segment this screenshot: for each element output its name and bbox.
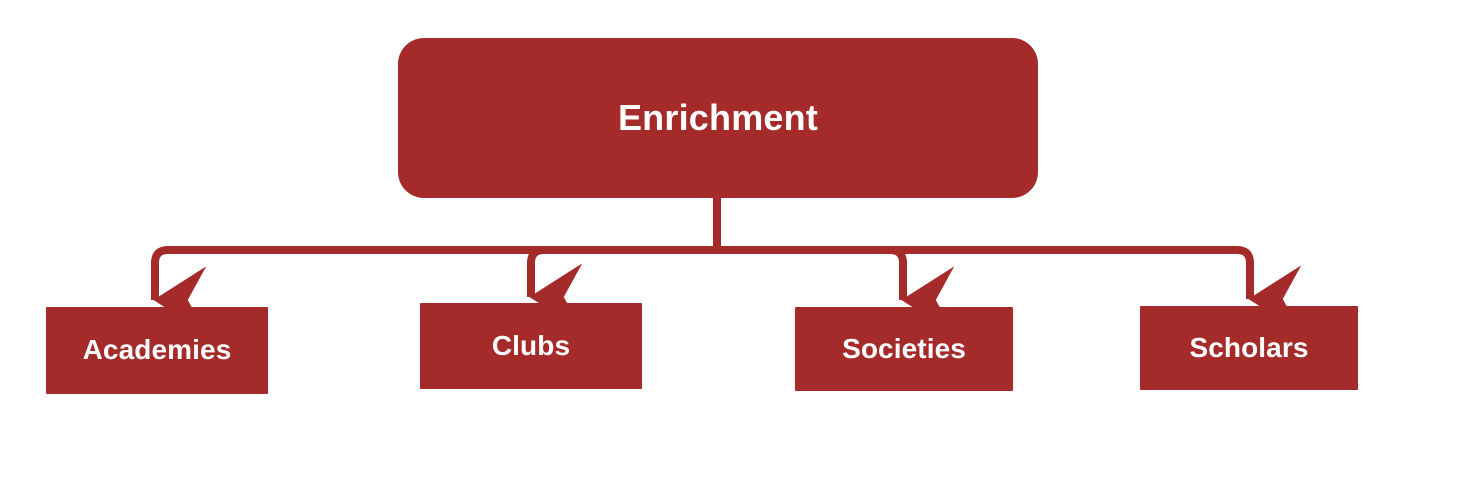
connector-to-scholars [717,246,1302,333]
node-enrichment[interactable]: Enrichment [398,38,1038,198]
node-clubs[interactable]: Clubs [420,303,642,389]
node-societies-label: Societies [842,332,966,364]
node-societies[interactable]: Societies [795,307,1013,391]
connector-to-societies [717,246,955,334]
node-academies[interactable]: Academies [46,307,268,394]
connector-to-clubs [527,246,717,331]
node-clubs-label: Clubs [491,329,571,361]
node-scholars[interactable]: Scholars [1140,306,1358,390]
connector-to-academies [151,246,717,334]
node-enrichment-label: Enrichment [617,97,819,139]
node-scholars-label: Scholars [1189,331,1309,363]
node-academies-label: Academies [82,334,232,366]
